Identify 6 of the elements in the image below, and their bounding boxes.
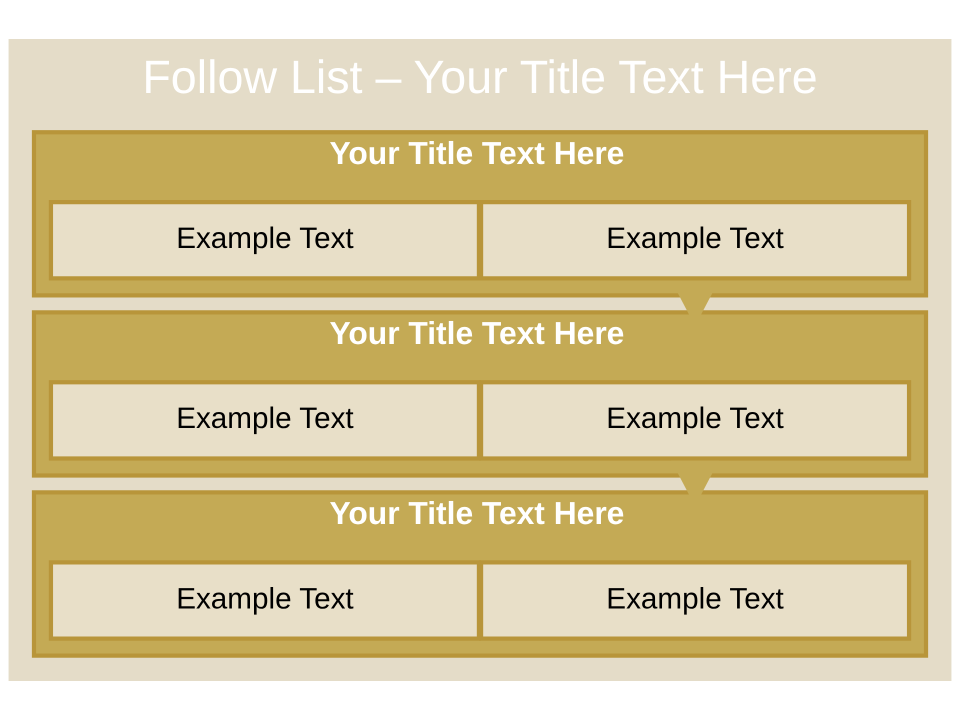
node-box: Example Text [478,200,912,281]
node-box: Example Text [478,560,912,641]
node-box: Example Text [48,200,482,281]
node-box: Example Text [478,380,912,461]
node-box: Example Text [48,560,482,641]
node-box: Example Text [48,380,482,461]
